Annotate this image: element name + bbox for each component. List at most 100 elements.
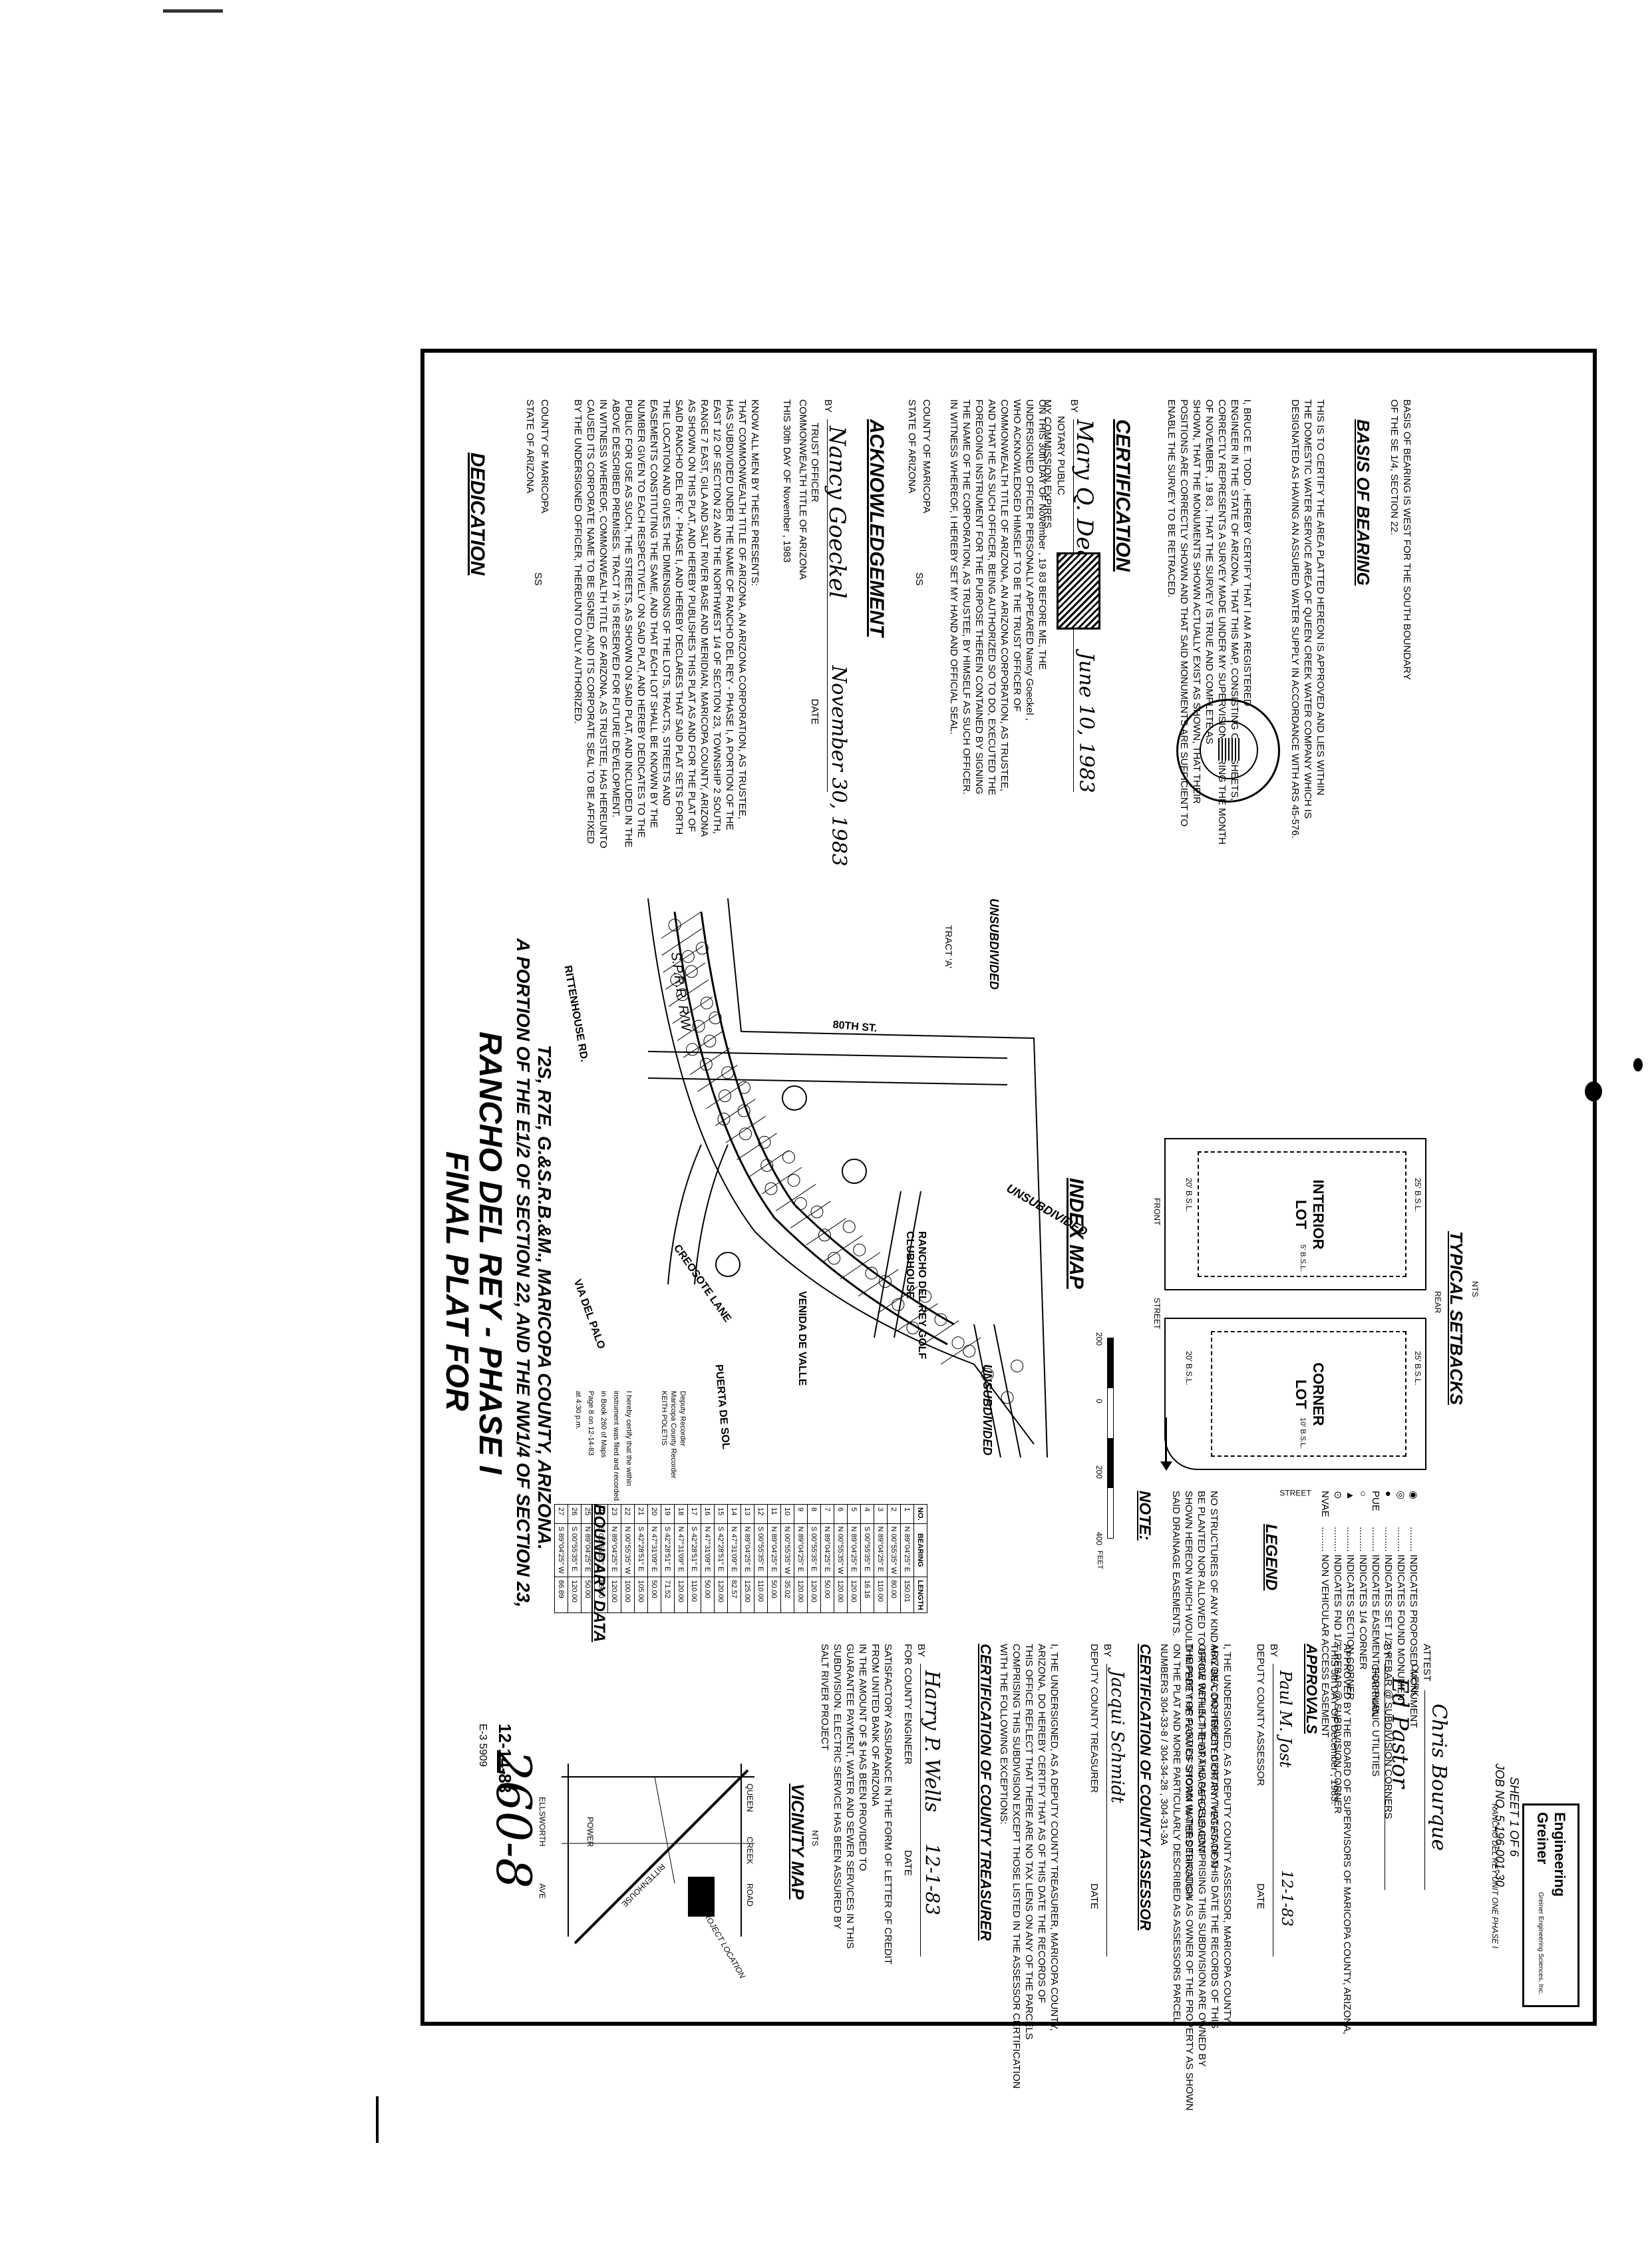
lot-number-marker — [699, 1057, 713, 1071]
lot-number-marker — [703, 1034, 717, 1047]
setback-bsl-6: 10' B.S.L. — [1299, 1418, 1307, 1449]
table-cell: N 89°04'25" E — [900, 1523, 914, 1577]
dedication-line: THAT COMMONWEALTH TITLE OF ARIZONA, AN A… — [737, 399, 748, 819]
recorder-deputy: Deputy Recorder — [679, 1391, 687, 1447]
lot-number-marker — [787, 1174, 800, 1187]
lot-line — [775, 1184, 816, 1212]
assurance-date: 12-1-83 — [921, 1843, 943, 1915]
lot-number-marker — [951, 1336, 965, 1350]
assessor-line: THE PARTY OR PARTIES SHOWN IN THE DEDICA… — [1184, 1644, 1195, 2111]
approvals-by: BY — [1381, 1644, 1393, 1658]
approvals-title: APPROVALS — [1303, 1644, 1320, 1734]
lot-line — [858, 1269, 899, 1297]
legend-item: ○ ......... INDICATES 1/4 CORNER — [1357, 1491, 1369, 1890]
legend-symbol-icon: NVAE — [1319, 1491, 1331, 1517]
ack-line: UNDERSIGNED OFFICER PERSONALLY APPEARED … — [1024, 399, 1035, 721]
ack-commission: MY COMMISSION EXPIRES — [1042, 399, 1053, 528]
table-cell: N 89°04'25" E — [607, 1523, 621, 1577]
table-cell: 105.00 — [634, 1577, 648, 1613]
ack-line: FOREGOING INSTRUMENT FOR THE PURPOSE THE… — [973, 399, 985, 795]
table-cell: 86.89 — [554, 1577, 568, 1613]
dedication-title: DEDICATION — [466, 453, 488, 576]
assurance-line: SUBDIVISION. ELECTRIC SERVICE HAS BEEN A… — [832, 1644, 843, 1930]
table-cell: N 00°55'35" W — [834, 1523, 848, 1577]
lot-line — [748, 1149, 789, 1177]
table-cell: 82.57 — [727, 1577, 741, 1613]
map-record-date: 12-14-83 — [495, 1724, 515, 1794]
ack-by: BY — [1069, 399, 1080, 413]
lot-line — [677, 1014, 718, 1041]
dedication-this-day: THIS 30th DAY OF November , 1983 — [781, 399, 792, 563]
dedication-by: BY — [822, 399, 834, 413]
treasurer-line: I, THE UNDERSIGNED, AS A DEPUTY COUNTY T… — [1049, 1644, 1060, 2031]
setback-bsl-1: 20' B.S.L. — [1184, 1178, 1194, 1213]
approvals-line: THIS 5th DAY OF December , 1983. — [1329, 1644, 1340, 1805]
plat-sheet: DEDICATION STATE OF ARIZONA COUNTY OF MA… — [420, 349, 1602, 2111]
map-record-extra: E-3 5909 — [477, 1724, 488, 1767]
table-cell: 20 — [647, 1504, 661, 1524]
table-cell: 2 — [887, 1504, 901, 1524]
treasurer-date-label: DATE — [1088, 1883, 1100, 1909]
scan-mark-right — [1633, 1058, 1643, 1071]
table-cell: 150.01 — [900, 1577, 914, 1613]
lot-number-marker — [670, 973, 683, 986]
table-cell: 110.00 — [687, 1577, 701, 1613]
table-cell: N 47°31'09" E — [727, 1523, 741, 1577]
table-cell: 125.00 — [741, 1577, 754, 1613]
scan-mark-right-bottom — [376, 2096, 379, 2143]
notary-seal — [1057, 552, 1100, 630]
table-cell: 21 — [634, 1504, 648, 1524]
note-title: NOTE: — [1136, 1491, 1154, 1541]
table-cell: 13 — [741, 1504, 754, 1524]
table-cell: 50.00 — [701, 1577, 715, 1613]
table-cell: S 00°55'35" E — [568, 1523, 581, 1577]
ack-ss: SS — [913, 572, 925, 586]
table-cell: N 00°55'35" W — [780, 1523, 794, 1577]
punch-hole — [1585, 1081, 1602, 1101]
table-cell: S 00°55'35" E — [807, 1523, 821, 1577]
legend-symbol-icon: ⊙ — [1332, 1491, 1343, 1499]
table-cell: 19 — [661, 1504, 675, 1524]
firm-sub: Greiner Engineering Sciences, Inc. — [1537, 1892, 1544, 1995]
lot-line — [683, 1030, 724, 1058]
table-cell: 71.52 — [661, 1577, 675, 1613]
table-cell: N 47°31'09" E — [647, 1523, 661, 1577]
legend-symbol-icon: ○ — [1357, 1491, 1369, 1497]
table-cell: 11 — [767, 1504, 781, 1524]
ack-notary: NOTARY PUBLIC — [1055, 416, 1067, 496]
lot-number-marker — [878, 1275, 892, 1288]
lot-number-marker — [810, 1205, 824, 1219]
legend-symbol-icon: ▲ — [1345, 1491, 1356, 1501]
setback-bsl-3: 20' B.S.L. — [1184, 1351, 1194, 1386]
lot-number-marker — [906, 1321, 919, 1334]
scale-label: 0 — [1094, 1399, 1104, 1404]
treasurer-line: THIS OFFICE REFLECT THAT THERE ARE NO TA… — [1023, 1644, 1035, 2040]
table-cell: N 00°55'35" W — [887, 1523, 901, 1577]
lot-line — [725, 1115, 766, 1143]
water-line: THE DOMESTIC WATER SERVICE AREA OF QUEEN… — [1302, 399, 1313, 819]
dedication-officer: TRUST OFFICER — [809, 423, 820, 502]
setback-front: FRONT — [1152, 1198, 1162, 1226]
legend-text: ......... INDICATES 1/4 CORNER — [1357, 1524, 1369, 1670]
lot-number-marker — [981, 1368, 994, 1381]
table-cell: N 89°04'25" E — [820, 1523, 834, 1577]
assessor-line: NUMBERS 304-33-8 / 304-34-28 , 304-31-3A — [1158, 1644, 1170, 1845]
ack-line: AND THAT HE AS SUCH OFFICER, BEING AUTHO… — [986, 399, 997, 796]
boundary-header: BEARING — [913, 1523, 927, 1577]
setback-bsl-2: 25' B.S.L. — [1413, 1178, 1422, 1213]
assessor-title: CERTIFICATION OF COUNTY ASSESSOR — [1137, 1644, 1154, 1931]
plat-content: DEDICATION STATE OF ARIZONA COUNTY OF MA… — [424, 353, 1593, 2111]
treasurer-signature: Jacqui Schmidt — [1107, 1670, 1127, 1803]
lot-line — [877, 1286, 918, 1314]
assessor-date-label: DATE — [1255, 1883, 1266, 1909]
recorder-name: KEITH POLETIS — [660, 1391, 668, 1445]
recorder-line: I hereby certify that the within — [625, 1391, 633, 1487]
plat-title-3: A PORTION OF THE E1/2 OF SECTION 22, AND… — [513, 938, 534, 1608]
label-unsubdivided-3: UNSUBDIVIDED — [987, 898, 1001, 990]
